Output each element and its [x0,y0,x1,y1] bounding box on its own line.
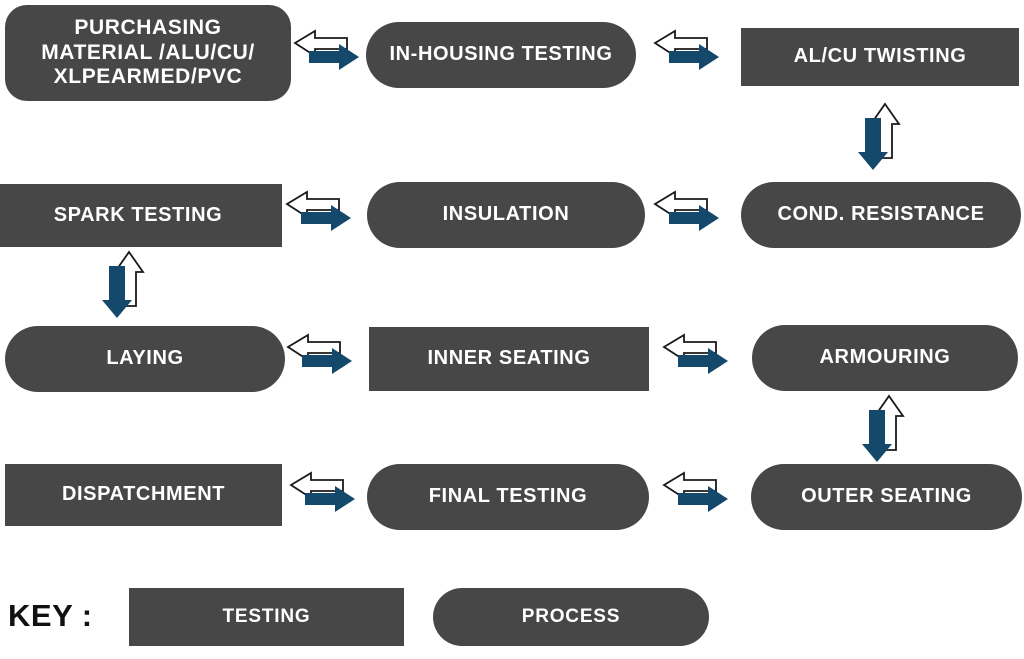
node-laying[interactable]: LAYING [5,326,285,392]
node-in-housing-testing[interactable]: IN-HOUSING TESTING [366,22,636,88]
legend-key-label: KEY : [8,598,93,633]
node-label: COND. RESISTANCE [777,203,985,226]
node-label-line: PURCHASING [74,16,222,40]
legend-item-label: TESTING [222,606,311,627]
node-label: ARMOURING [819,346,951,369]
node-label: LAYING [106,347,184,370]
connector-arrow-horizontal [651,27,723,81]
node-label: INSULATION [442,203,570,226]
connector-arrow-vertical [97,248,149,322]
connector-arrow-vertical [853,100,905,174]
node-label: AL/CU TWISTING [793,45,967,68]
node-label: DISPATCHMENT [61,483,226,506]
connector-arrow-vertical [857,392,909,466]
node-label-line: XLPEARMED/PVC [53,65,243,89]
connector-arrow-horizontal [283,188,355,242]
legend-item-process[interactable]: PROCESS [433,588,709,646]
connector-arrow-horizontal [287,469,359,523]
legend: KEY : TESTING PROCESS [0,582,1024,659]
node-spark-testing[interactable]: SPARK TESTING [0,184,282,247]
connector-arrow-horizontal [651,188,723,242]
connector-arrow-horizontal [284,331,356,385]
node-armouring[interactable]: ARMOURING [752,325,1018,391]
node-inner-seating[interactable]: INNER SEATING [369,327,649,391]
node-dispatchment[interactable]: DISPATCHMENT [5,464,282,526]
connector-arrow-horizontal [291,27,363,81]
connector-arrow-horizontal [660,469,732,523]
node-label: IN-HOUSING TESTING [389,43,613,66]
node-label: FINAL TESTING [428,485,588,508]
node-al-cu-twisting[interactable]: AL/CU TWISTING [741,28,1019,86]
node-insulation[interactable]: INSULATION [367,182,645,248]
node-outer-seating[interactable]: OUTER SEATING [751,464,1022,530]
node-label: OUTER SEATING [801,485,972,508]
node-final-testing[interactable]: FINAL TESTING [367,464,649,530]
node-cond-resistance[interactable]: COND. RESISTANCE [741,182,1021,248]
node-label-line: MATERIAL /ALU/CU/ [41,40,255,64]
node-purchasing-material[interactable]: PURCHASING MATERIAL /ALU/CU/ XLPEARMED/P… [5,5,291,101]
node-label: INNER SEATING [427,347,591,370]
legend-item-testing[interactable]: TESTING [129,588,404,646]
node-label: SPARK TESTING [53,203,223,226]
legend-item-label: PROCESS [521,606,621,627]
connector-arrow-horizontal [660,331,732,385]
